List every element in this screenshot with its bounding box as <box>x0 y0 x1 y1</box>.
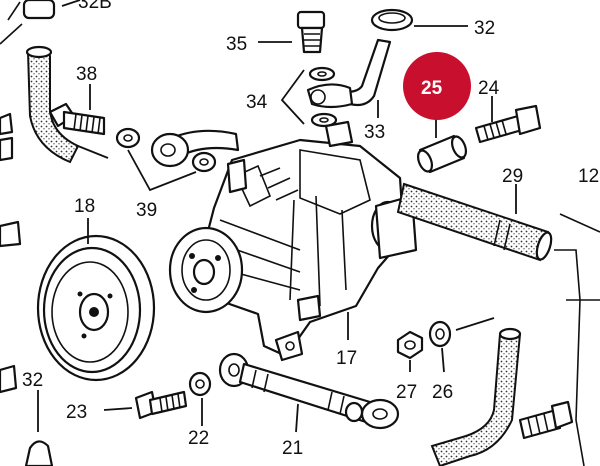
callout-18: 18 <box>74 196 95 217</box>
callout-35: 35 <box>226 34 247 55</box>
washer-26-part <box>428 317 495 373</box>
adjuster-rod-21-part <box>218 352 400 433</box>
bolt-23-part <box>103 390 188 420</box>
callout-32: 32 <box>474 18 495 39</box>
pulley-18-part <box>36 218 156 382</box>
pipe-33-part <box>306 38 392 118</box>
callout-29: 29 <box>502 166 523 187</box>
bolt-38-part <box>48 84 106 136</box>
hose-clamp-32-lower-part <box>24 390 54 466</box>
pump-body-17-part <box>198 120 418 362</box>
washer-22-part <box>188 371 212 426</box>
right-bracket-part <box>554 213 600 466</box>
callout-32-lower: 32 <box>22 370 43 391</box>
bolt-35-part <box>258 10 326 54</box>
callout-33: 33 <box>364 122 385 143</box>
bolt-24-part <box>474 96 542 144</box>
callout-39: 39 <box>136 200 157 221</box>
callout-34: 34 <box>246 92 268 113</box>
spacer-25-part <box>416 110 468 174</box>
hose-clamp-32-part <box>370 8 468 32</box>
nut-27-part <box>396 330 424 372</box>
callout-32b: 32B <box>78 0 112 13</box>
pump-flange-part <box>168 226 244 314</box>
hose-29-part <box>396 182 553 262</box>
callout-25: 25 <box>421 78 443 99</box>
callout-24: 24 <box>478 78 500 99</box>
callout-27: 27 <box>396 382 417 403</box>
highlight-marker-25 <box>403 52 471 120</box>
callout-12: 12 <box>578 166 599 187</box>
left-hose-pipe <box>25 45 80 164</box>
callout-21: 21 <box>282 438 303 459</box>
callout-17: 17 <box>336 348 357 369</box>
left-edge-parts <box>0 112 22 248</box>
callout-38: 38 <box>76 64 97 85</box>
bracket-32b-part <box>0 0 81 45</box>
callout-23: 23 <box>66 402 87 423</box>
callout-26: 26 <box>432 382 453 403</box>
washers-34-part <box>280 66 338 128</box>
banjo-fitting-39-part <box>77 127 240 192</box>
return-hose-part <box>0 327 574 466</box>
callout-22: 22 <box>188 428 209 449</box>
